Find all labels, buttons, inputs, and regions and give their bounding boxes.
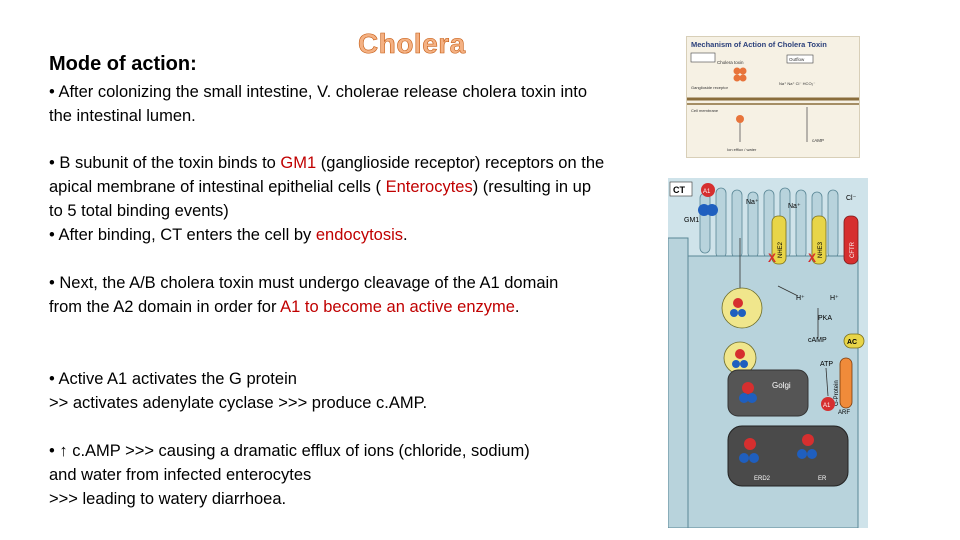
text: • Next, the A/B cholera toxin must under… (49, 274, 559, 316)
text: ) (resulting in up to 5 total binding ev… (49, 178, 592, 220)
enterocyte-diagram: CT A1 GM1 Na⁺ Na⁺ Cl⁻ NHE2 NHE3 CFTR X X… (668, 181, 865, 528)
text: (ganglioside receptor) receptors on the … (49, 154, 605, 196)
text: • B subunit of the toxin binds to (49, 154, 281, 172)
enterocytes-term: Enterocytes (385, 178, 473, 196)
svg-text:Na⁺ Na⁺ Cl⁻ HCO₃⁻: Na⁺ Na⁺ Cl⁻ HCO₃⁻ (779, 81, 815, 86)
label-erd2: ERD2 (754, 476, 771, 482)
text: . (403, 226, 408, 244)
label-membrane: Cell membrane (691, 108, 719, 113)
gm1-term: GM1 (280, 154, 317, 172)
mechanism-figure: Mechanism of Action of Cholera Toxin Cho… (686, 36, 860, 158)
label-pka: PKA (818, 315, 832, 322)
figure-title: Mechanism of Action of Cholera Toxin (691, 40, 827, 49)
label-nhe2: NHE2 (778, 241, 784, 258)
mode-of-action-heading: Mode of action: (49, 53, 197, 75)
text: • After binding, CT enters the cell by (49, 226, 316, 244)
active-enzyme-term: A1 to become an active enzyme (280, 298, 515, 316)
label-gprotein: G-Protein (834, 380, 840, 406)
label-gm1: GM1 (684, 217, 699, 224)
paragraph-colonization: • After colonizing the small intestine, … (49, 80, 609, 128)
label-cl: Cl⁻ (846, 195, 857, 202)
text: >> activates adenylate cyclase >>> produ… (49, 394, 428, 412)
label-camp: cAMP (812, 138, 824, 143)
label-ac: AC (847, 339, 857, 346)
text: After colonizing the small intestine, V.… (49, 83, 588, 125)
label-a1-top: A1 (703, 189, 711, 195)
svg-text:X: X (808, 251, 816, 265)
bullet: • (49, 83, 59, 101)
label-camp: cAMP (808, 337, 827, 344)
label-h-2: H⁺ (830, 295, 839, 302)
label-arf: ARF (838, 410, 850, 416)
paragraph-cleavage: • Next, the A/B cholera toxin must under… (49, 271, 594, 319)
label-nhe3: NHE3 (818, 241, 824, 258)
paragraph-camp: • ↑ c.AMP >>> causing a dramatic efflux … (49, 439, 609, 511)
label-a1-bottom: A1 (823, 403, 831, 409)
paragraph-g-protein: • Active A1 activates the G protein >> a… (49, 367, 609, 415)
svg-text:X: X (768, 251, 776, 265)
label-na-2: Na⁺ (788, 203, 801, 210)
label-atp: ATP (820, 361, 833, 368)
label-na-1: Na⁺ (746, 199, 759, 206)
paragraph-binding: • B subunit of the toxin binds to GM1 (g… (49, 151, 609, 247)
label-outflow: Outflow (789, 57, 805, 62)
text: . (514, 298, 520, 316)
endocytosis-term: endocytosis (315, 226, 404, 244)
enterocyte-figure: CT A1 GM1 Na⁺ Na⁺ Cl⁻ NHE2 NHE3 CFTR X X… (668, 178, 868, 528)
text: • ↑ c.AMP >>> causing a dramatic efflux … (49, 442, 530, 460)
slide-title: Cholera (358, 28, 466, 60)
label-ct: CT (673, 185, 685, 195)
label-channel: Ion efflux / water (727, 147, 757, 152)
text: and water from infected enterocytes (49, 466, 312, 484)
label-h-1: H⁺ (796, 295, 805, 302)
label-receptor: Ganglioside receptor (691, 85, 729, 90)
label-cftr: CFTR (850, 241, 856, 258)
label-er: ER (818, 476, 827, 482)
text: >>> leading to watery diarrhoea. (49, 490, 287, 508)
label-golgi: Golgi (772, 381, 791, 390)
mechanism-diagram: Mechanism of Action of Cholera Toxin Cho… (687, 40, 859, 152)
label-toxin: Cholera toxin (717, 60, 744, 65)
text: • Active A1 activates the G protein (49, 370, 297, 388)
